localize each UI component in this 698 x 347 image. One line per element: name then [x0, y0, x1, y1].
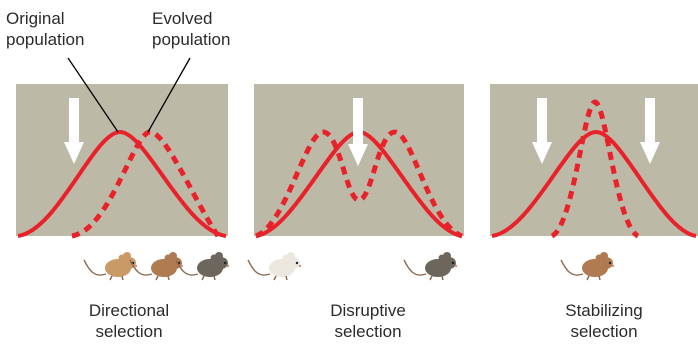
disruptive-caption-line1: Disruptive [330, 301, 406, 320]
evolved-population-label-line1: Evolved [152, 9, 213, 28]
down-arrow [532, 98, 552, 164]
stabilizing-selection-caption: Stabilizing selection [529, 300, 679, 342]
directional-selection-caption: Directional selection [54, 300, 204, 342]
mouse-icon-dark-gray [403, 251, 458, 281]
mouse-icon-medium-brown [129, 251, 184, 281]
stabilizing-caption-line2: selection [570, 322, 638, 341]
evolved-curve [254, 129, 464, 239]
panel-background [16, 84, 228, 236]
disruptive-selection-caption: Disruptive selection [293, 300, 443, 342]
evolved-leader-line [147, 57, 191, 133]
down-arrow [640, 98, 660, 164]
original-population-label-line1: Original [6, 9, 65, 28]
panel-disruptive [254, 84, 464, 239]
directional-caption-line2: selection [95, 322, 163, 341]
mouse-icon-medium-brown [560, 251, 615, 281]
panel-directional [16, 84, 228, 239]
original-curve [17, 129, 227, 238]
mouse-icon-white [247, 251, 302, 281]
mouse-icon-light-brown [83, 251, 138, 281]
mouse-icon-dark-gray [175, 251, 230, 281]
evolved-population-label: Evolved population [152, 8, 230, 50]
evolved-curve [71, 129, 221, 239]
original-population-label: Original population [6, 8, 84, 50]
original-population-label-line2: population [6, 30, 85, 49]
evolved-curve [550, 99, 640, 239]
stabilizing-caption-line1: Stabilizing [565, 301, 643, 320]
panel-stabilizing [490, 84, 698, 239]
evolved-population-label-line2: population [152, 30, 231, 49]
disruptive-caption-line2: selection [334, 322, 402, 341]
original-curve [491, 129, 697, 238]
directional-caption-line1: Directional [88, 301, 170, 320]
down-arrow [348, 98, 368, 166]
down-arrow [64, 98, 84, 164]
original-leader-line [67, 57, 119, 133]
